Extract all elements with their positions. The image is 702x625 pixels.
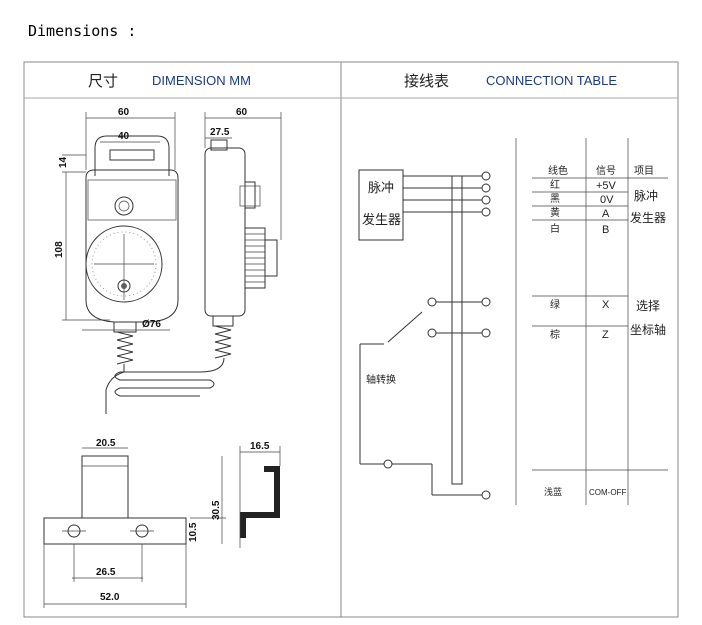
row2-color: 黑 xyxy=(550,193,560,205)
item-pulse-line1: 脉冲 xyxy=(634,188,658,203)
front-view xyxy=(85,135,179,365)
dim-27-5: 27.5 xyxy=(210,127,230,138)
side-dimensions: 60 27.5 xyxy=(204,107,282,240)
row5-color: 绿 xyxy=(550,298,560,311)
row4-signal: B xyxy=(602,224,609,236)
left-header-cn: 尺寸 xyxy=(88,72,118,90)
item-axis-line1: 选择 xyxy=(636,299,660,313)
side-view xyxy=(105,139,278,414)
dim-60-side: 60 xyxy=(236,107,248,118)
bracket-front-dims: 20.5 26.5 52.0 30.5 10.5 xyxy=(43,438,226,608)
dim-14: 14 xyxy=(58,156,69,168)
dim-16-5: 16.5 xyxy=(250,441,270,452)
row6-color: 棕 xyxy=(550,328,560,341)
right-header-cn: 接线表 xyxy=(404,72,449,90)
page-caption: Dimensions : xyxy=(28,22,137,40)
th-color: 线色 xyxy=(548,164,568,177)
row1-signal: +5V xyxy=(596,180,617,192)
connection-table: 线色 信号 项目 红 +5V 黑 0V 黄 A 白 B 脉冲 发生器 绿 X 棕… xyxy=(515,138,668,505)
pulse-box-line2: 发生器 xyxy=(362,212,401,228)
dim-108: 108 xyxy=(54,241,65,258)
row3-color: 黄 xyxy=(550,206,560,219)
dim-52: 52.0 xyxy=(100,592,120,603)
row4-color: 白 xyxy=(550,222,560,235)
dim-40: 40 xyxy=(118,131,130,142)
item-pulse-line2: 发生器 xyxy=(630,210,666,225)
dim-30-5: 30.5 xyxy=(211,500,222,520)
dim-26-5: 26.5 xyxy=(96,567,116,578)
th-item: 项目 xyxy=(634,165,654,177)
wiring-diagram: 脉冲 发生器 轴转换 xyxy=(358,169,491,500)
axis-switch-label: 轴转换 xyxy=(366,373,396,386)
outer-frame xyxy=(23,61,679,618)
pulse-generator-box xyxy=(358,169,404,241)
dim-20-5: 20.5 xyxy=(96,438,116,449)
dim-60-front: 60 xyxy=(118,107,130,118)
item-axis-line2: 坐标轴 xyxy=(630,322,666,337)
row1-color: 红 xyxy=(550,178,560,191)
bracket-side: 16.5 xyxy=(239,441,281,548)
dim-10-5: 10.5 xyxy=(188,522,199,542)
bracket-front xyxy=(43,455,187,545)
th-signal: 信号 xyxy=(596,165,616,177)
row7-signal: COM-OFF xyxy=(589,488,626,497)
right-header-en: CONNECTION TABLE xyxy=(486,73,617,88)
row3-signal: A xyxy=(602,208,610,220)
left-header-en: DIMENSION MM xyxy=(152,73,251,88)
row5-signal: X xyxy=(602,299,610,311)
row2-signal: 0V xyxy=(600,194,614,206)
row7-color: 浅蓝 xyxy=(544,486,562,498)
dim-d76: Ø76 xyxy=(142,319,161,330)
row6-signal: Z xyxy=(602,329,609,341)
pulse-box-line1: 脉冲 xyxy=(368,181,394,196)
front-dimensions: 60 40 14 108 Ø76 xyxy=(54,107,176,331)
